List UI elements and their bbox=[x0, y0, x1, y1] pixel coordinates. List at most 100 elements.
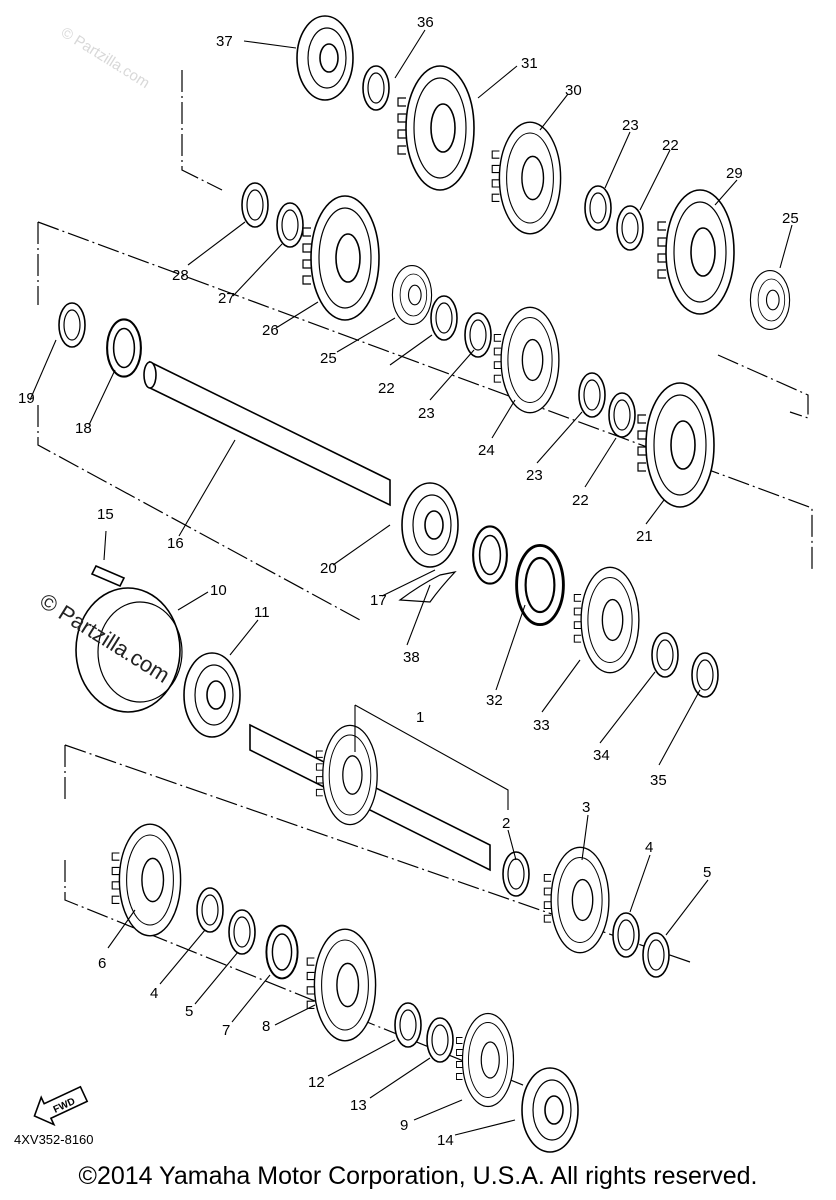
bearing-housing-10 bbox=[75, 587, 181, 713]
callout-8: 8 bbox=[262, 1018, 270, 1035]
callout-3: 3 bbox=[582, 799, 590, 816]
callout-37: 37 bbox=[216, 33, 233, 50]
callout-33: 33 bbox=[533, 717, 550, 734]
washer-22-upper bbox=[616, 205, 644, 251]
collar-17 bbox=[472, 525, 508, 585]
callout-4: 4 bbox=[150, 985, 158, 1002]
bearing-25-right bbox=[749, 270, 791, 330]
circlip-23 bbox=[464, 312, 492, 358]
upper-shaft-boundary-right bbox=[717, 354, 809, 419]
main-axle-boundary-bottom bbox=[37, 405, 361, 621]
diagram-code: 4XV352-8160 bbox=[14, 1132, 94, 1147]
callout-5: 5 bbox=[185, 1003, 193, 1020]
callout-28: 28 bbox=[172, 267, 189, 284]
fwd-arrow-icon: FWD bbox=[33, 1085, 89, 1127]
callout-34: 34 bbox=[593, 747, 610, 764]
callout-15: 15 bbox=[97, 506, 114, 523]
callout-16: 16 bbox=[167, 535, 184, 552]
callout-32: 32 bbox=[486, 692, 503, 709]
callout-31: 31 bbox=[521, 55, 538, 72]
bushing-7 bbox=[265, 924, 299, 980]
callout-30: 30 bbox=[565, 82, 582, 99]
callout-21: 21 bbox=[636, 528, 653, 545]
callout-11: 11 bbox=[254, 604, 270, 621]
callout-24: 24 bbox=[478, 442, 495, 459]
callout-22-top: 22 bbox=[662, 137, 679, 154]
callout-1: 1 bbox=[416, 709, 424, 726]
sprocket-33 bbox=[573, 566, 640, 674]
bushing-18 bbox=[106, 318, 142, 378]
washer-13 bbox=[426, 1017, 454, 1063]
gear-8 bbox=[306, 928, 377, 1042]
bearing-25 bbox=[391, 265, 433, 325]
partzilla-watermark-faint: © Partzilla.com bbox=[58, 24, 153, 92]
callout-20: 20 bbox=[320, 560, 337, 577]
collar-19 bbox=[58, 302, 86, 348]
gear-31 bbox=[397, 65, 475, 191]
screw-15 bbox=[90, 564, 126, 588]
callout-4-right: 4 bbox=[645, 839, 653, 856]
main-axle-16 bbox=[149, 360, 391, 507]
main-axle-boundary-top bbox=[37, 221, 813, 570]
callout-17: 17 bbox=[370, 592, 387, 609]
callout-29: 29 bbox=[726, 165, 743, 182]
callout-18: 18 bbox=[75, 420, 92, 437]
callout-25-mid: 25 bbox=[320, 350, 337, 367]
washer-12 bbox=[394, 1002, 422, 1048]
nut-35 bbox=[691, 652, 719, 698]
drive-axle-gear bbox=[315, 724, 378, 826]
callout-35: 35 bbox=[650, 772, 667, 789]
circlip-36 bbox=[362, 65, 390, 111]
bearing-14 bbox=[521, 1067, 579, 1153]
washer-4 bbox=[196, 887, 224, 933]
washer-28 bbox=[241, 182, 269, 228]
callout-27: 27 bbox=[218, 290, 235, 307]
callout-9: 9 bbox=[400, 1117, 408, 1134]
callout-25-right: 25 bbox=[782, 210, 799, 227]
gear-3 bbox=[543, 846, 610, 954]
washer-22-b bbox=[608, 392, 636, 438]
gear-6 bbox=[111, 823, 182, 937]
drive-axle-boundary-bottom bbox=[64, 860, 561, 1101]
circlip-23-b bbox=[578, 372, 606, 418]
washer-4-right bbox=[612, 912, 640, 958]
callout-10: 10 bbox=[210, 582, 227, 599]
callout-38: 38 bbox=[403, 649, 420, 666]
circlip-5-right bbox=[642, 932, 670, 978]
washer-27 bbox=[276, 202, 304, 248]
callout-22-low: 22 bbox=[572, 492, 589, 509]
lock-washer-34 bbox=[651, 632, 679, 678]
bearing-37 bbox=[296, 15, 354, 101]
bearing-11 bbox=[183, 652, 241, 738]
washer-22 bbox=[430, 295, 458, 341]
copyright-notice: ©2014 Yamaha Motor Corporation, U.S.A. A… bbox=[78, 1162, 758, 1190]
upper-shaft-boundary-left bbox=[181, 70, 223, 191]
callout-23-low: 23 bbox=[526, 467, 543, 484]
main-axle-end bbox=[143, 361, 157, 389]
bearing-20 bbox=[401, 482, 459, 568]
callout-14: 14 bbox=[437, 1132, 454, 1149]
callout-13: 13 bbox=[350, 1097, 367, 1114]
circlip-38 bbox=[398, 571, 457, 603]
callout-26: 26 bbox=[262, 322, 279, 339]
callout-22-mid: 22 bbox=[378, 380, 395, 397]
callout-5-right: 5 bbox=[703, 864, 711, 881]
callout-6: 6 bbox=[98, 955, 106, 972]
gear-21 bbox=[637, 382, 715, 508]
washer-32 bbox=[515, 543, 565, 627]
gear-9 bbox=[455, 1012, 515, 1108]
callout-23-mid: 23 bbox=[418, 405, 435, 422]
gear-29 bbox=[657, 189, 735, 315]
callout-23-top: 23 bbox=[622, 117, 639, 134]
circlip-23-upper bbox=[584, 185, 612, 231]
callout-7: 7 bbox=[222, 1022, 230, 1039]
circlip-5 bbox=[228, 909, 256, 955]
gear-24 bbox=[493, 306, 560, 414]
callout-36: 36 bbox=[417, 14, 434, 31]
callout-12: 12 bbox=[308, 1074, 325, 1091]
gear-26 bbox=[302, 195, 380, 321]
callout-2: 2 bbox=[502, 815, 510, 832]
gear-30 bbox=[491, 121, 562, 235]
callout-19: 19 bbox=[18, 390, 35, 407]
